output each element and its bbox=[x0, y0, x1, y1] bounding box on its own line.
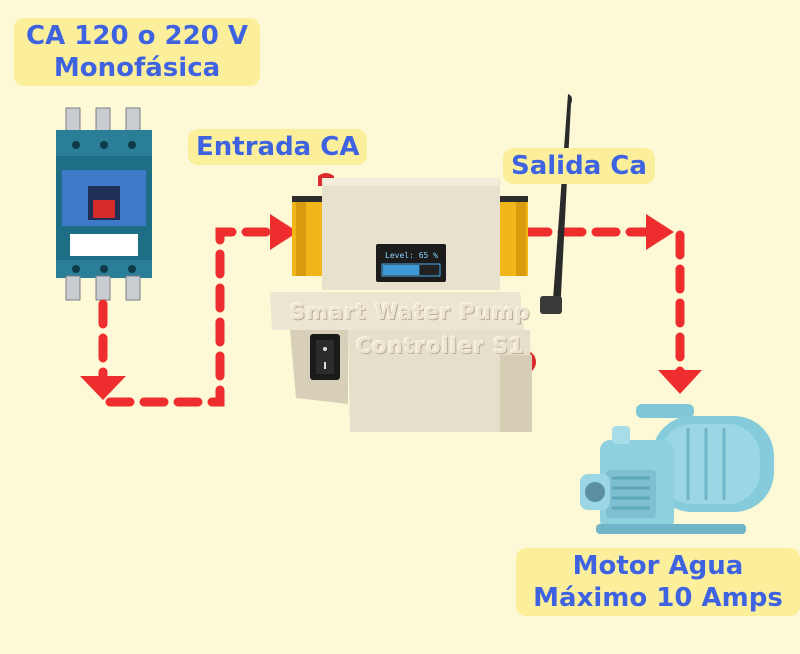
source-voltage-label: CA 120 o 220 V Monofásica bbox=[14, 18, 260, 86]
output-label: Salida Ca bbox=[503, 148, 655, 184]
input-label: Entrada CA bbox=[188, 129, 368, 165]
arrowhead-down-icon bbox=[80, 376, 126, 400]
source-voltage-line: CA 120 o 220 V bbox=[26, 21, 248, 51]
motor-name-line: Motor Agua bbox=[572, 551, 744, 581]
motor-label: Motor Agua Máximo 10 Amps bbox=[516, 548, 800, 616]
arrowhead-right-icon bbox=[646, 214, 674, 250]
arrowhead-right-icon bbox=[270, 214, 298, 250]
device-engraving-line1: Smart Water Pump bbox=[290, 300, 531, 324]
arrow-breaker-to-input bbox=[98, 227, 283, 407]
pump-controller-device bbox=[270, 94, 572, 432]
display-level-bar bbox=[383, 265, 420, 275]
source-phase-line: Monofásica bbox=[53, 53, 221, 83]
arrowhead-down-icon bbox=[658, 370, 702, 394]
arrow-output-to-motor bbox=[523, 227, 685, 377]
circuit-breaker-icon bbox=[56, 107, 152, 301]
water-pump-motor-icon bbox=[580, 404, 774, 534]
display-level-text: Level: 65 % bbox=[385, 251, 438, 260]
motor-rating-line: Máximo 10 Amps bbox=[533, 583, 783, 613]
device-engraving-line2: Controller S1 bbox=[356, 334, 525, 358]
